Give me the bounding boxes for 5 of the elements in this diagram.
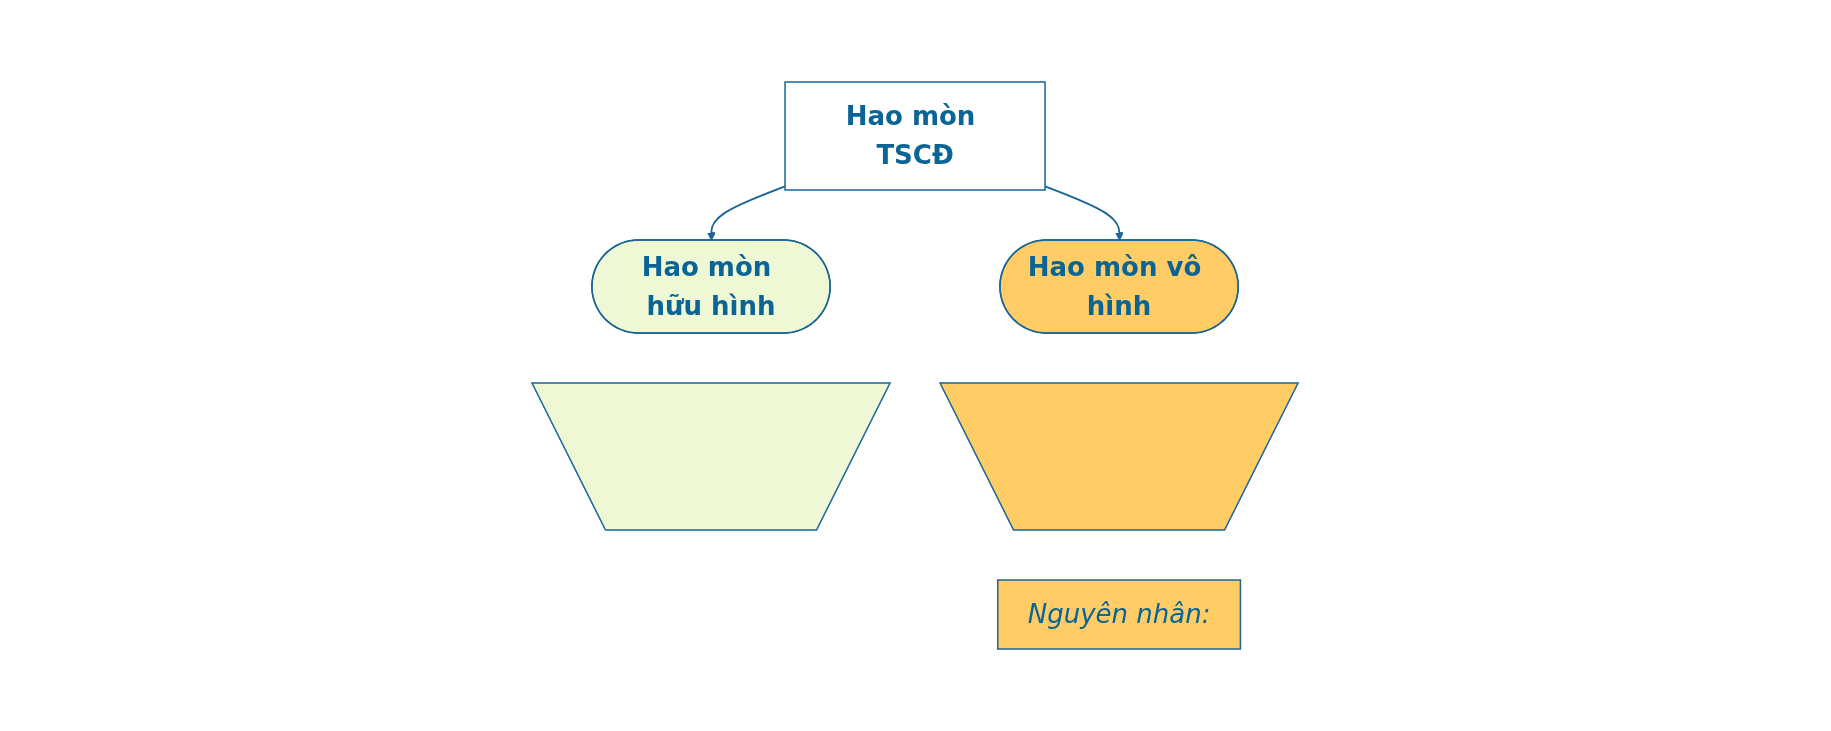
node-box: Nguyên nhân:: [997, 579, 1242, 650]
arrow: [1044, 185, 1125, 241]
node-trapezoid: [939, 382, 1300, 531]
node-box: Hao mòn TSCĐ: [784, 81, 1047, 191]
node-trapezoid: [531, 382, 892, 531]
